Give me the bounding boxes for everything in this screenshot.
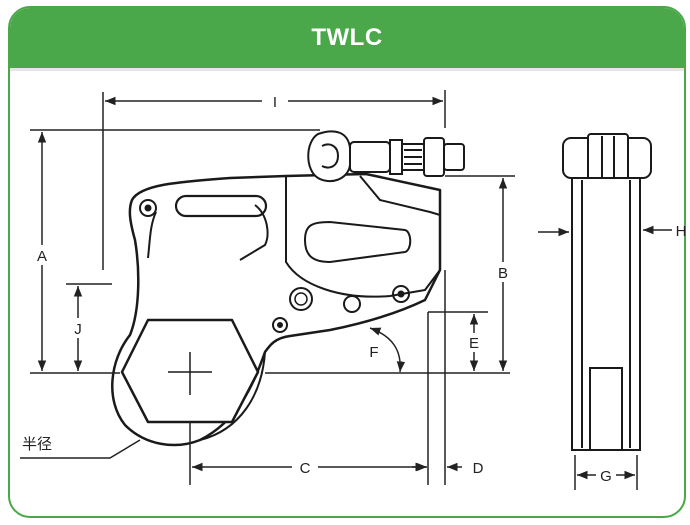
diagram-header: TWLC xyxy=(10,8,684,71)
swivel-coupler xyxy=(307,130,465,183)
dim-label-b: B xyxy=(498,265,508,282)
dim-label-i: I xyxy=(273,94,277,111)
side-view xyxy=(562,133,652,451)
dim-label-j: J xyxy=(74,321,82,338)
dimension-lines xyxy=(20,90,672,490)
dim-label-e: E xyxy=(469,335,479,352)
diagram-title: TWLC xyxy=(311,24,383,51)
dim-label-a: A xyxy=(37,248,47,265)
dim-label-f: F xyxy=(369,344,378,361)
dim-label-c: C xyxy=(300,460,311,477)
dim-label-h: H xyxy=(676,223,687,240)
radius-label: 半径 xyxy=(22,436,52,453)
dim-label-g: G xyxy=(600,468,612,485)
wrench-body xyxy=(111,172,442,447)
dim-label-d: D xyxy=(473,460,484,477)
